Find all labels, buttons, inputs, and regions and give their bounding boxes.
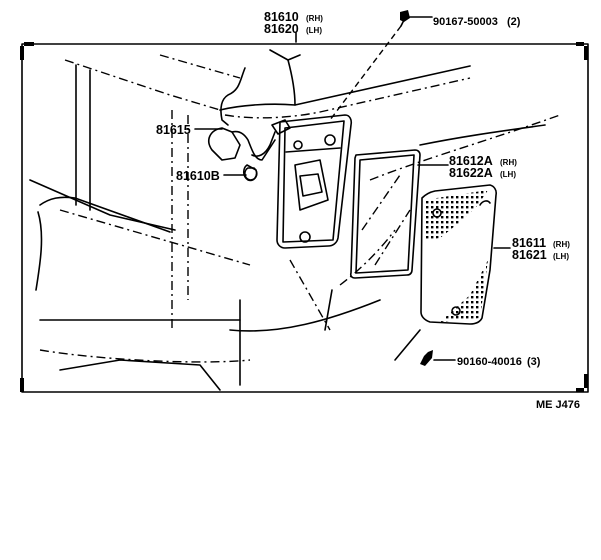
part-side-81610: (RH) xyxy=(306,14,323,23)
vehicle-body-outline xyxy=(29,49,561,391)
part-label-90167-50003: 90167-50003 xyxy=(433,16,498,28)
screw-icon-upper xyxy=(400,10,410,27)
part-qty-90167-50003: (2) xyxy=(507,16,521,28)
bulb-drawing xyxy=(244,167,258,181)
part-qty-90160-40016: (3) xyxy=(527,356,541,368)
lamp-housing-drawing xyxy=(276,114,353,249)
part-label-81615: 81615 xyxy=(156,123,191,137)
part-label-90160-40016: 90160-40016 xyxy=(457,356,522,368)
gasket-drawing xyxy=(349,149,421,279)
part-label-81610b: 81610B xyxy=(176,169,220,183)
part-side-81612a: (RH) xyxy=(500,158,517,167)
diagram-frame xyxy=(20,42,589,393)
part-label-81611: 81611 xyxy=(512,236,546,250)
part-label-81620: 81620 xyxy=(264,22,299,36)
screw-icon-lower xyxy=(420,350,433,366)
part-label-81612a: 81612A xyxy=(449,154,493,168)
part-side-81620: (LH) xyxy=(306,26,322,35)
leader-lines xyxy=(194,16,511,361)
diagram-code: ME J476 xyxy=(536,399,580,411)
part-side-81611: (RH) xyxy=(553,240,570,249)
part-label-81622a: 81622A xyxy=(449,166,493,180)
part-labels: 81610 (RH) 81620 (LH) 90167-50003 (2) 81… xyxy=(156,10,580,411)
part-side-81622a: (LH) xyxy=(500,170,516,179)
side-marker-lens-drawing xyxy=(420,184,497,325)
part-label-81621: 81621 xyxy=(512,248,547,262)
part-side-81621: (LH) xyxy=(553,252,569,261)
part-label-81610: 81610 xyxy=(264,10,299,24)
